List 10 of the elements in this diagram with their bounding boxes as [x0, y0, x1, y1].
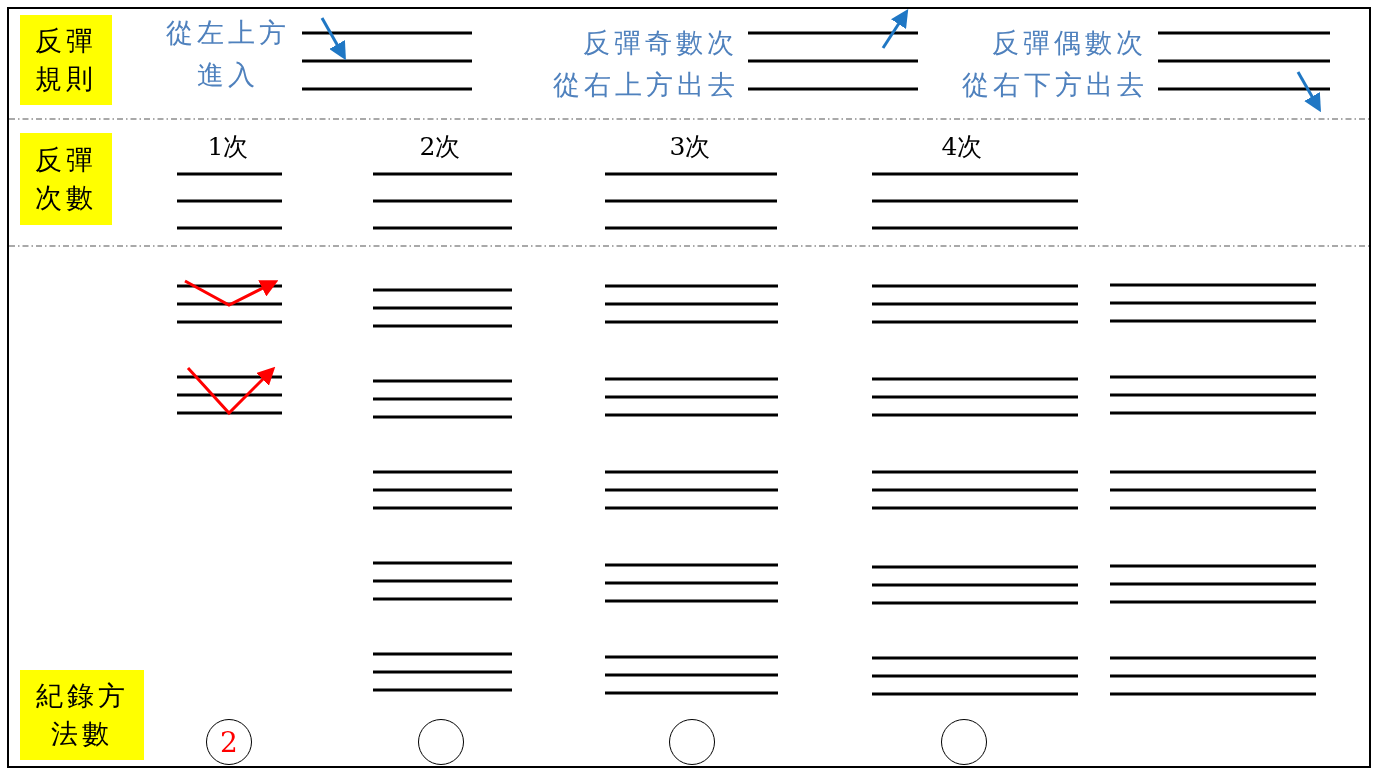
count-label: 2次: [418, 131, 462, 163]
heading-box: 反彈次數: [20, 133, 112, 225]
rule-text: 反彈奇數次從右上方出去: [551, 26, 740, 102]
rule-text: 從左上方進入: [165, 16, 291, 92]
count-label: 1次: [206, 131, 250, 163]
count-label: 3次: [668, 131, 712, 163]
count-label: 4次: [940, 131, 984, 163]
heading-box: 反彈規則: [20, 15, 112, 105]
heading-box: 紀錄方法數: [20, 670, 144, 760]
rule-text: 反彈偶數次從右下方出去: [960, 26, 1149, 102]
